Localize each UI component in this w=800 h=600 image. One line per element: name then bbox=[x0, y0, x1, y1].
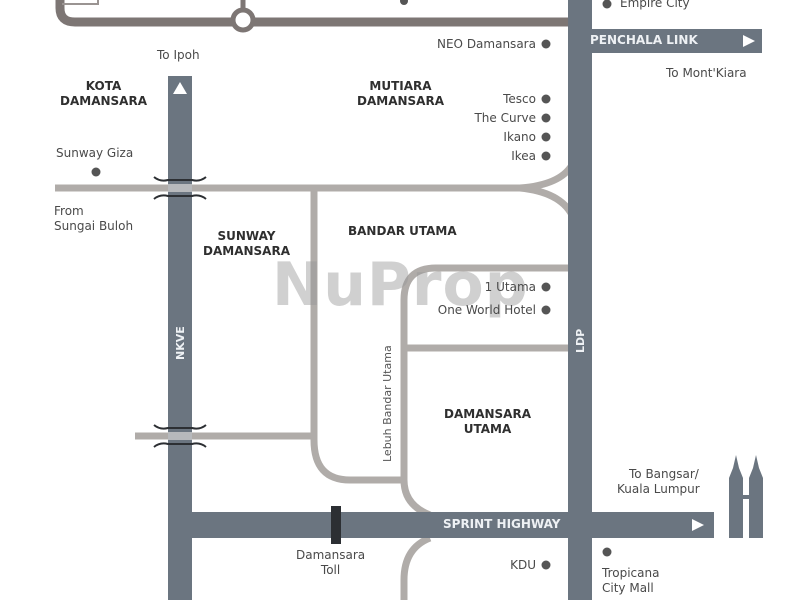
dot-sunway-giza bbox=[91, 167, 101, 177]
overpass-icon bbox=[153, 176, 207, 200]
direction-line: From bbox=[54, 204, 84, 218]
overpass-icon bbox=[153, 424, 207, 448]
landmark-tropicana-city-mall: Tropicana City Mall bbox=[602, 566, 659, 596]
landmark-one-world-hotel: One World Hotel bbox=[437, 303, 536, 317]
landmark-empire-city: Empire City bbox=[620, 0, 690, 10]
landmark-line: Tropicana bbox=[602, 566, 660, 580]
area-mutiara-damansara: MUTIARA DAMANSARA bbox=[357, 79, 444, 109]
area-line: MUTIARA bbox=[369, 79, 432, 93]
rail-dot bbox=[400, 0, 408, 5]
direction-to-mont-kiara: To Mont'Kiara bbox=[666, 66, 747, 80]
landmark-damansara-toll: Damansara Toll bbox=[296, 548, 365, 578]
dot-neo-damansara bbox=[541, 39, 551, 49]
rail-station-icon bbox=[230, 7, 256, 33]
highway-sprint bbox=[180, 512, 714, 538]
rail-branch bbox=[62, 0, 99, 5]
landmark-ikano: Ikano bbox=[503, 130, 536, 144]
area-sunway-damansara: SUNWAY DAMANSARA bbox=[203, 229, 290, 259]
road-curve-to-ldp-bottom bbox=[519, 184, 576, 217]
arrow-up-icon bbox=[173, 82, 187, 94]
road-kdu-curve bbox=[400, 534, 432, 600]
landmark-line: Damansara bbox=[296, 548, 366, 562]
dot-kdu bbox=[541, 560, 551, 570]
highway-penchala-link bbox=[580, 29, 762, 53]
road-label-ldp: LDP bbox=[574, 328, 587, 353]
dot-one-world-hotel bbox=[541, 305, 551, 315]
direction-line: Kuala Lumpur bbox=[617, 482, 700, 496]
landmark-neo-damansara: NEO Damansara bbox=[437, 37, 536, 51]
area-line: DAMANSARA bbox=[444, 407, 531, 421]
landmark-tesco: Tesco bbox=[503, 92, 536, 106]
rail-line bbox=[55, 0, 570, 27]
landmark-ikea: Ikea bbox=[511, 149, 536, 163]
dot-tropicana bbox=[602, 547, 612, 557]
landmark-the-curve: The Curve bbox=[474, 111, 536, 125]
dot-the-curve bbox=[541, 113, 551, 123]
area-line: UTAMA bbox=[463, 422, 512, 436]
road-label-penchala-link: PENCHALA LINK bbox=[590, 33, 698, 47]
direction-to-ipoh: To Ipoh bbox=[157, 48, 200, 62]
landmark-one-utama: 1 Utama bbox=[484, 280, 536, 294]
landmark-dots bbox=[91, 0, 612, 570]
petronas-towers-icon bbox=[729, 455, 763, 538]
road-label-sprint-highway: SPRINT HIGHWAY bbox=[443, 517, 561, 531]
arrow-right-icon bbox=[692, 519, 704, 531]
dot-ikano bbox=[541, 132, 551, 142]
direction-from-sungai-buloh: From Sungai Buloh bbox=[54, 204, 133, 234]
dot-one-utama bbox=[541, 282, 551, 292]
road-lebuh-bandar-utama bbox=[400, 264, 572, 480]
landmark-kdu: KDU bbox=[510, 558, 536, 572]
area-line: SUNWAY bbox=[217, 229, 276, 243]
watermark: NuProp bbox=[272, 250, 529, 320]
road-curve-to-ldp-top bbox=[519, 162, 575, 192]
road-label-nkve: NKVE bbox=[174, 326, 187, 360]
landmark-line: City Mall bbox=[602, 581, 654, 595]
dot-ikea bbox=[541, 151, 551, 161]
direction-to-bangsar: To Bangsar/ Kuala Lumpur bbox=[617, 467, 700, 497]
area-damansara-utama: DAMANSARA UTAMA bbox=[444, 407, 531, 437]
toll-plaza-icon bbox=[331, 506, 341, 544]
direction-line: To Bangsar/ bbox=[629, 467, 699, 481]
road-du-curve bbox=[400, 479, 432, 519]
area-line: DAMANSARA bbox=[203, 244, 290, 258]
area-bandar-utama: BANDAR UTAMA bbox=[348, 224, 457, 238]
landmark-line: Toll bbox=[320, 563, 341, 577]
area-kota-damansara: KOTA DAMANSARA bbox=[60, 79, 147, 109]
road-label-lebuh-bandar-utama: Lebuh Bandar Utama bbox=[381, 345, 394, 462]
arrow-right-icon bbox=[743, 35, 755, 47]
direction-line: Sungai Buloh bbox=[54, 219, 134, 233]
dot-empire-city bbox=[602, 0, 612, 9]
road-sunway-curve bbox=[310, 439, 404, 484]
area-line: DAMANSARA bbox=[357, 94, 444, 108]
dot-tesco bbox=[541, 94, 551, 104]
highway-ldp bbox=[568, 0, 592, 600]
area-line: KOTA bbox=[85, 79, 122, 93]
landmark-sunway-giza: Sunway Giza bbox=[56, 146, 134, 160]
area-line: DAMANSARA bbox=[60, 94, 147, 108]
